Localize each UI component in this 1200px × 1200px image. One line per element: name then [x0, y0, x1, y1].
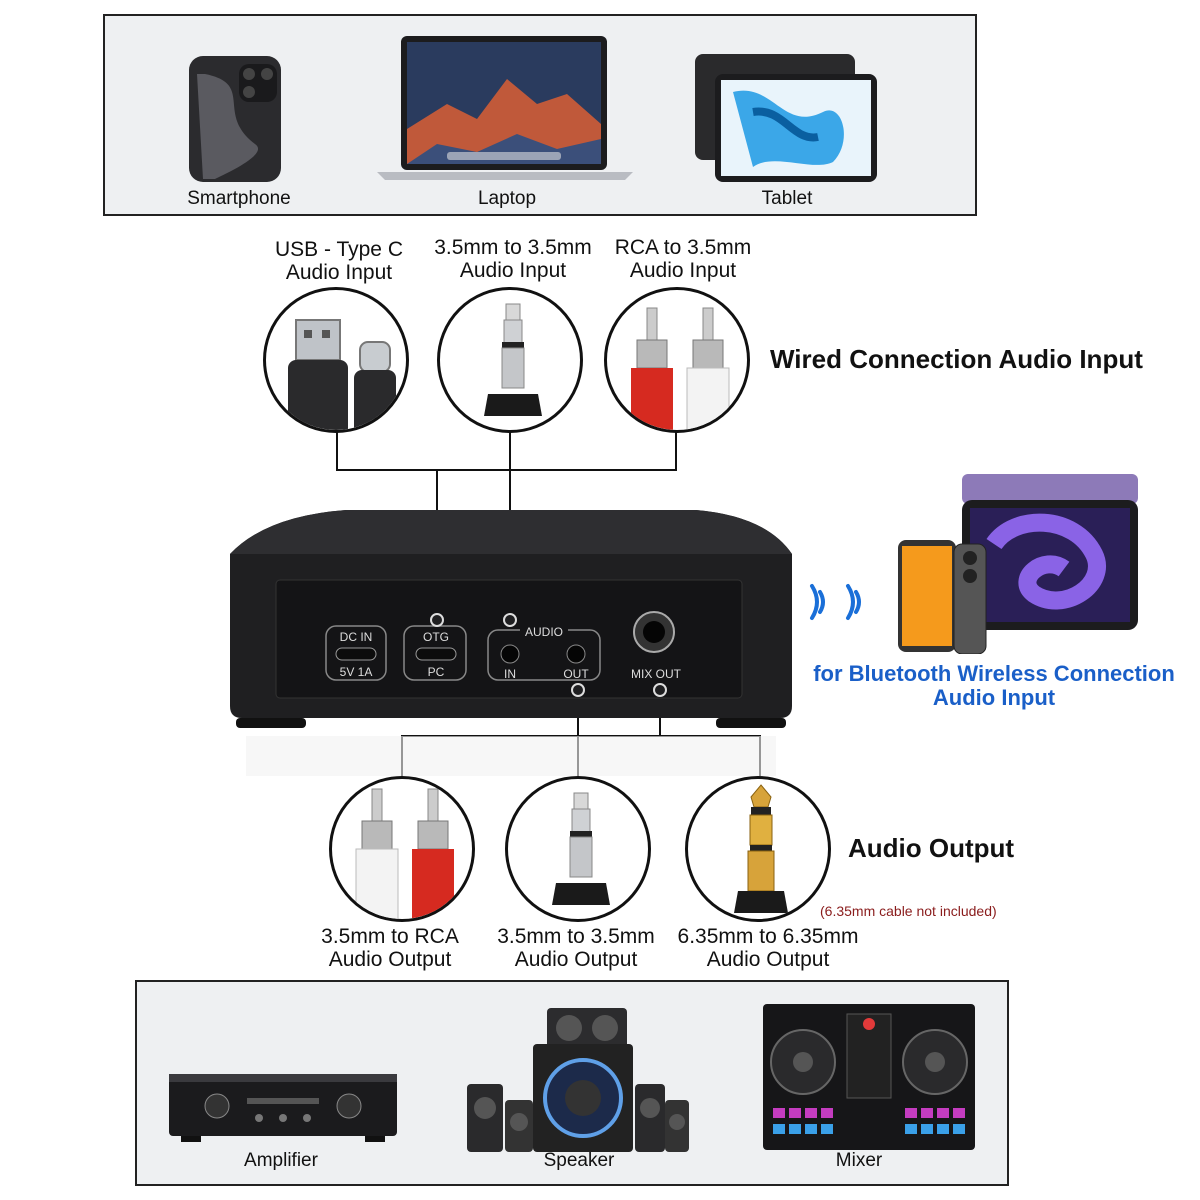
dj-mixer-icon	[763, 1004, 975, 1150]
amplifier-icon	[169, 1074, 397, 1142]
rca-plugs-icon	[604, 287, 750, 433]
device-label: Laptop	[477, 188, 537, 209]
output-devices-panel: Amplifier Speaker Mixer	[135, 980, 1009, 1186]
mini-jack-plug-icon	[437, 287, 583, 433]
tablet-icon	[695, 54, 877, 182]
pc-label: PC	[428, 665, 445, 679]
rca-plugs-icon	[329, 776, 475, 922]
dc-in-label: DC IN	[340, 630, 373, 644]
device-label: Speaker	[543, 1150, 615, 1171]
laptop-icon	[377, 36, 633, 180]
dc-rating-label: 5V 1A	[340, 665, 373, 679]
wired-input-heading: Wired Connection Audio Input	[770, 344, 1143, 374]
device-label: Smartphone	[187, 188, 291, 209]
usb-typec-connector-icon	[263, 287, 409, 433]
audio-label: AUDIO	[525, 625, 563, 639]
out-label: OUT	[563, 667, 589, 681]
device-label: Tablet	[761, 188, 813, 209]
bluetooth-signal-icon	[810, 584, 861, 620]
smartphone-icon	[189, 56, 281, 182]
input-devices-panel: Smartphone Laptop Tablet	[103, 14, 977, 216]
mix-out-label: MIX OUT	[631, 667, 682, 681]
device-label: Amplifier	[244, 1150, 318, 1171]
output-note: (6.35mm cable not included)	[820, 903, 997, 919]
output-heading: Audio Output	[848, 833, 1015, 863]
bluetooth-devices-icon	[898, 474, 1138, 654]
device-label: Mixer	[835, 1150, 883, 1171]
speaker-icon	[467, 1008, 689, 1152]
audio-transmitter-device: DC IN 5V 1A OTG PC AUDIO IN OUT MIX OUT	[230, 510, 792, 776]
in-label: IN	[504, 667, 516, 681]
mini-jack-plug-icon	[505, 776, 651, 922]
otg-label: OTG	[423, 630, 449, 644]
quarter-inch-jack-plug-icon	[685, 776, 831, 922]
